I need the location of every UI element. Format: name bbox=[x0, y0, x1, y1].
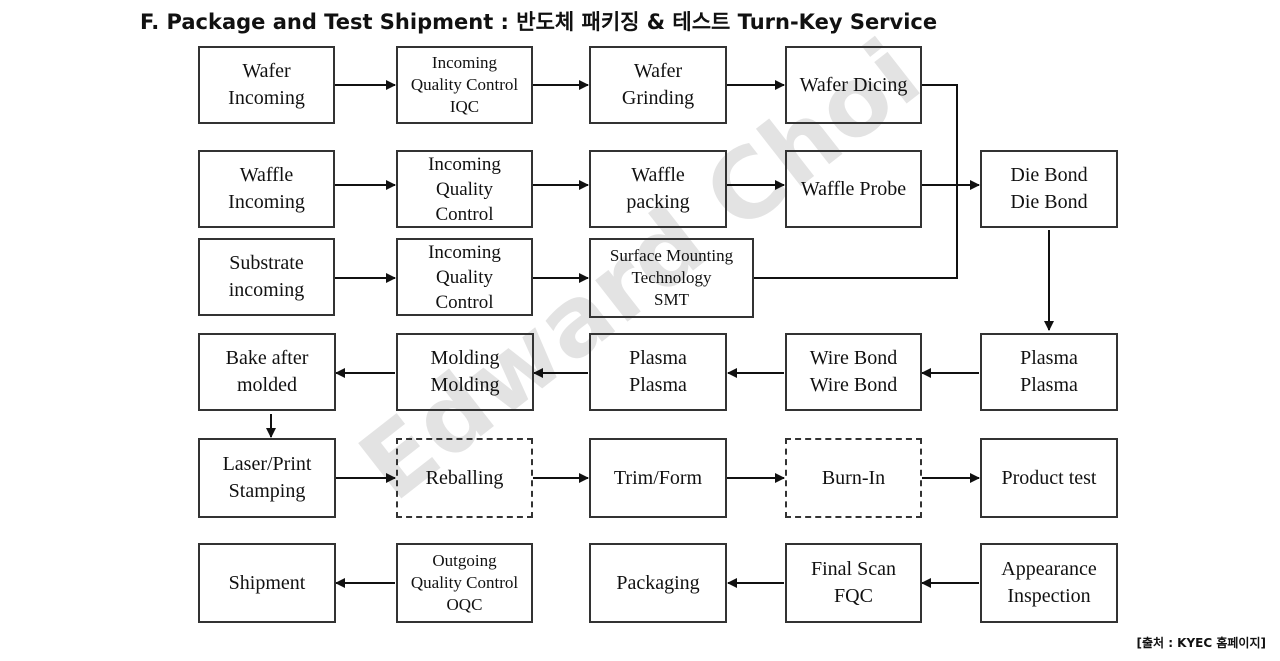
node-wafer-dicing: Wafer Dicing bbox=[785, 46, 922, 124]
node-wire-bond: Wire Bond Wire Bond bbox=[785, 333, 922, 411]
node-final-scan-fqc: Final Scan FQC bbox=[785, 543, 922, 623]
node-wafer-grinding: Wafer Grinding bbox=[589, 46, 727, 124]
node-oqc: Outgoing Quality Control OQC bbox=[396, 543, 533, 623]
node-product-test: Product test bbox=[980, 438, 1118, 518]
node-waffle-probe: Waffle Probe bbox=[785, 150, 922, 228]
node-iqc-waffle: Incoming Quality Control bbox=[396, 150, 533, 228]
diagram-title: F. Package and Test Shipment : 반도체 패키징 &… bbox=[140, 10, 938, 34]
node-die-bond: Die Bond Die Bond bbox=[980, 150, 1118, 228]
node-substrate-incoming: Substrate incoming bbox=[198, 238, 335, 316]
node-trim-form: Trim/Form bbox=[589, 438, 727, 518]
node-smt: Surface Mounting Technology SMT bbox=[589, 238, 754, 318]
node-plasma-left: Plasma Plasma bbox=[589, 333, 727, 411]
node-plasma-right: Plasma Plasma bbox=[980, 333, 1118, 411]
node-waffle-incoming: Waffle Incoming bbox=[198, 150, 335, 228]
node-shipment: Shipment bbox=[198, 543, 336, 623]
node-bake-after-molded: Bake after molded bbox=[198, 333, 336, 411]
node-packaging: Packaging bbox=[589, 543, 727, 623]
source-citation: [출처 : KYEC 홈페이지] bbox=[1136, 636, 1266, 650]
node-burn-in: Burn-In bbox=[785, 438, 922, 518]
node-reballing: Reballing bbox=[396, 438, 533, 518]
node-wafer-incoming: Wafer Incoming bbox=[198, 46, 335, 124]
node-molding: Molding Molding bbox=[396, 333, 534, 411]
node-iqc-wafer: Incoming Quality Control IQC bbox=[396, 46, 533, 124]
node-laser-print-stamping: Laser/Print Stamping bbox=[198, 438, 336, 518]
node-appearance-inspection: Appearance Inspection bbox=[980, 543, 1118, 623]
node-iqc-substrate: Incoming Quality Control bbox=[396, 238, 533, 316]
node-waffle-packing: Waffle packing bbox=[589, 150, 727, 228]
connector-smt-to-merge bbox=[754, 185, 958, 279]
connector-dicing-to-merge bbox=[922, 84, 958, 185]
